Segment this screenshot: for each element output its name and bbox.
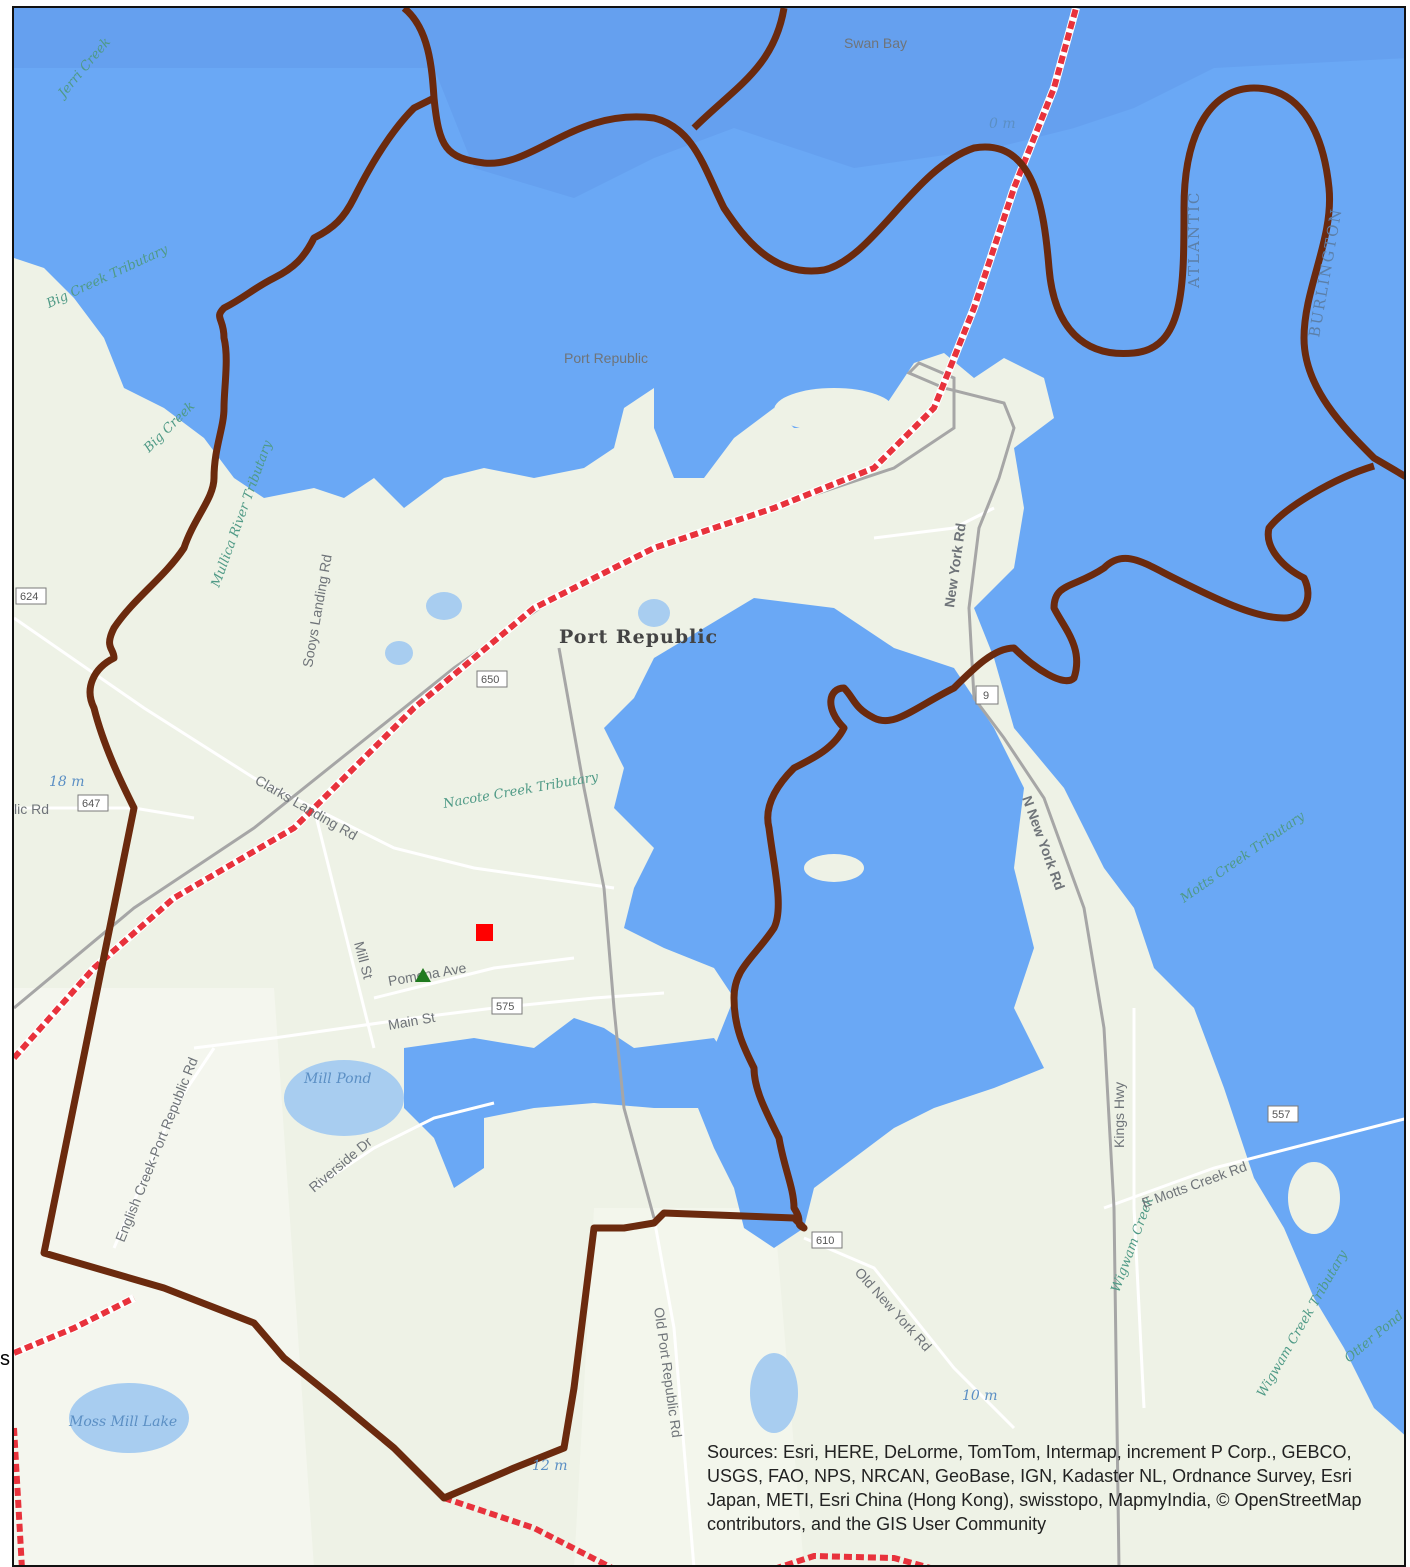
flood-area-north: [14, 8, 1404, 1435]
label-atlantic: ATLANTIC: [1185, 191, 1203, 289]
moss-mill-lake: [69, 1383, 189, 1453]
land-island: [774, 388, 894, 432]
svg-text:624: 624: [20, 591, 38, 603]
route-shield-624: 624: [15, 587, 47, 605]
label-swan-bay: Swan Bay: [844, 35, 907, 51]
label-elev-10m: 10 m: [962, 1388, 998, 1404]
edge-text-fragment: s: [0, 1348, 10, 1370]
green-triangle-marker[interactable]: [415, 968, 431, 982]
svg-text:575: 575: [496, 1001, 514, 1013]
label-port-republic-small: Port Republic: [564, 350, 648, 366]
label-elev-12m: 12 m: [532, 1458, 568, 1474]
small-pond: [750, 1353, 798, 1433]
small-pond: [385, 641, 413, 665]
small-pond: [638, 599, 670, 627]
land-island: [804, 854, 864, 882]
route-shield-650: 650: [476, 670, 508, 688]
label-lic-rd: lic Rd: [14, 801, 49, 817]
map-attribution: Sources: Esri, HERE, DeLorme, TomTom, In…: [707, 1442, 1362, 1534]
railroad: [14, 8, 1080, 1565]
map-canvas[interactable]: Swan Bay Mill Pond Moss Mill Lake Port R…: [14, 8, 1406, 1567]
svg-text:650: 650: [481, 674, 499, 686]
red-square-marker[interactable]: [476, 924, 493, 941]
small-pond: [426, 592, 462, 620]
svg-text:9: 9: [983, 690, 989, 702]
study-boundary: [40, 8, 1404, 1502]
label-moss-mill-lake: Moss Mill Lake: [68, 1414, 177, 1430]
mill-pond: [284, 1060, 404, 1136]
label-kings-hwy: Kings Hwy: [1111, 1082, 1127, 1148]
route-shield-647: 647: [77, 794, 109, 812]
svg-text:610: 610: [816, 1235, 834, 1247]
study-boundary-north-loop: [691, 8, 788, 131]
route-shield-610: 610: [811, 1231, 843, 1249]
svg-text:647: 647: [82, 798, 100, 810]
route-shield-9: 9: [975, 685, 999, 705]
map-frame[interactable]: Swan Bay Mill Pond Moss Mill Lake Port R…: [12, 6, 1406, 1567]
flood-area-mill-channel: [404, 1018, 734, 1188]
label-port-republic: Port Republic: [559, 626, 718, 648]
label-mill-pond: Mill Pond: [303, 1071, 372, 1087]
route-shield-557: 557: [1267, 1105, 1299, 1123]
land-patch: [14, 988, 314, 1565]
label-elev-0m: 0 m: [989, 116, 1016, 132]
land-patch: [574, 1208, 804, 1565]
svg-text:557: 557: [1272, 1109, 1290, 1121]
flood-area-darker: [14, 8, 1404, 198]
land-island: [1288, 1162, 1340, 1234]
route-shield-575: 575: [491, 997, 523, 1015]
label-elev-18m: 18 m: [49, 774, 85, 790]
